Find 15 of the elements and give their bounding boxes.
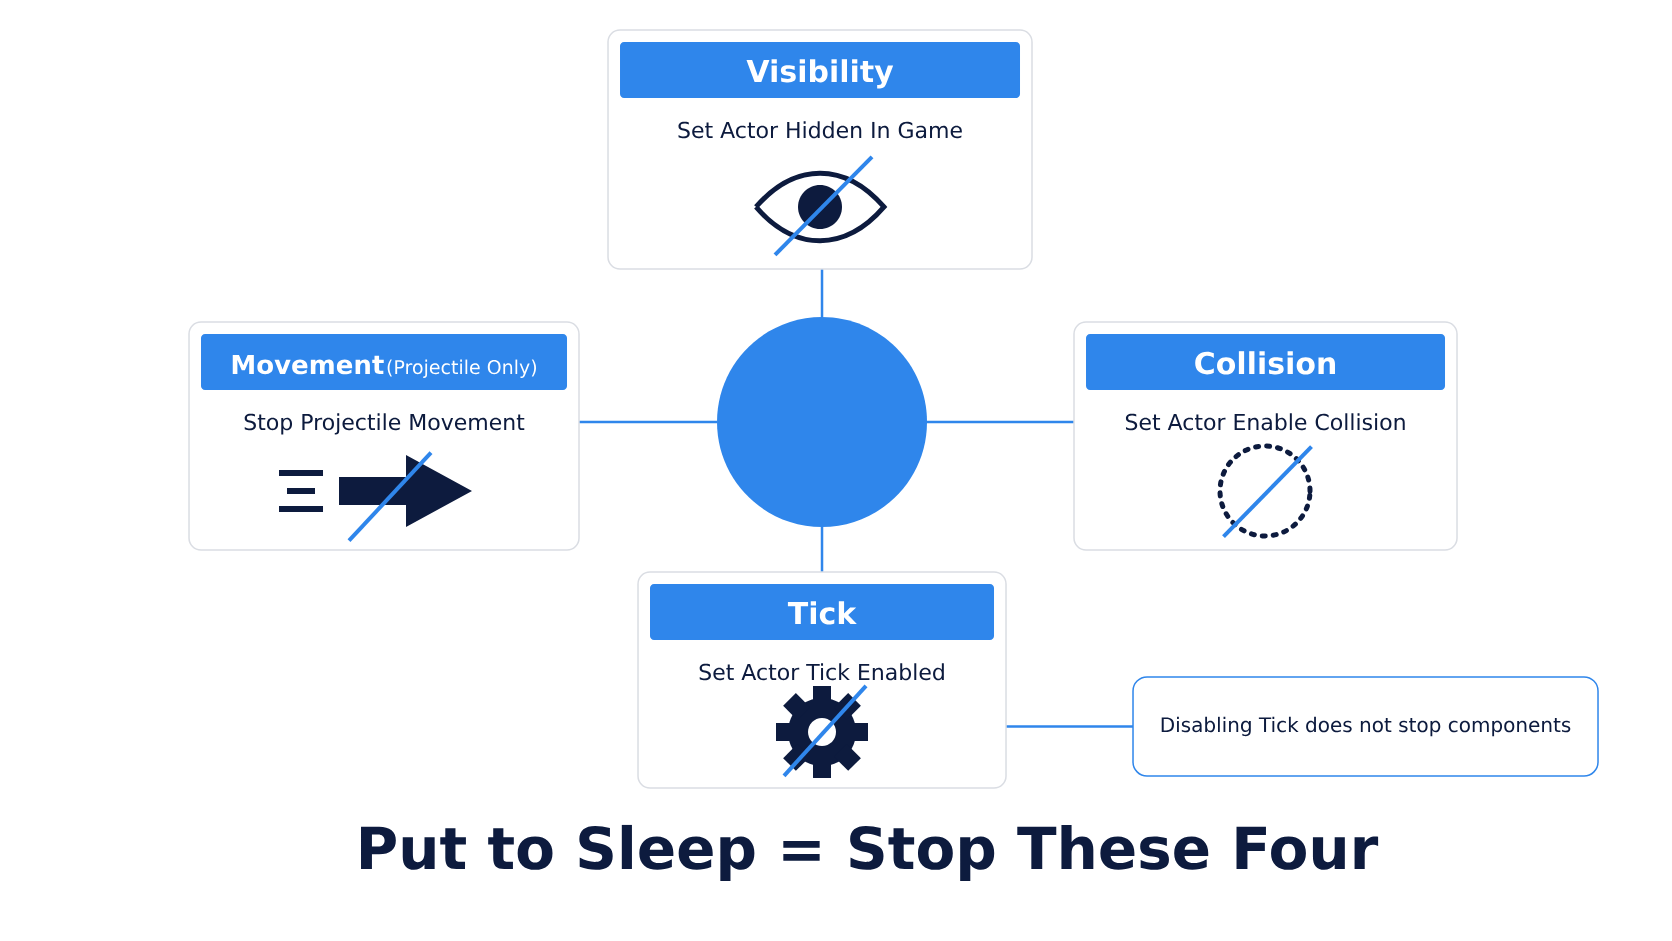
card-text: Set Actor Tick Enabled: [699, 663, 944, 681]
connector-line: [927, 420, 1074, 424]
card-text: Stop Projectile Movement: [244, 413, 525, 435]
connector-line: [579, 420, 717, 424]
connector-line: [820, 527, 824, 572]
card-text: Set Actor Enable Collision: [1125, 413, 1405, 431]
note-box: Disabling Tick does not stop components: [1132, 676, 1599, 777]
header-bar: Collision: [1086, 334, 1445, 390]
header-bar: Visibility: [620, 42, 1020, 98]
title: Put to Sleep = Stop These Four: [361, 824, 1379, 882]
card-text: Set Actor Hidden In Game: [678, 121, 962, 139]
connector-line: [1006, 725, 1133, 728]
hub-circle: [717, 317, 927, 527]
connector-line: [820, 269, 824, 317]
header-bar: Tick: [650, 584, 994, 640]
